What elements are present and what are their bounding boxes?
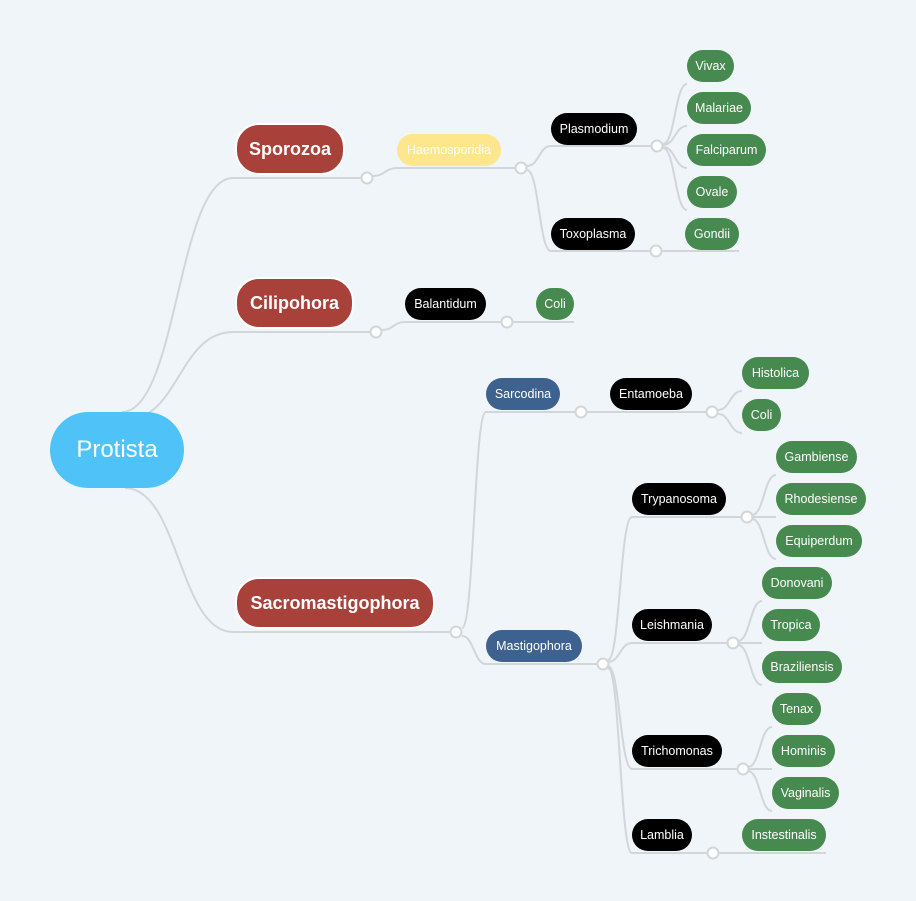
connector-mastigophora-trichomonas — [607, 665, 633, 770]
connector-trypanosoma-gambiense — [751, 474, 777, 516]
connector-trypanosoma-equiperdum — [751, 518, 777, 560]
genus-entamoeba[interactable]: Entamoeba — [610, 378, 692, 410]
collapse-knob-sacromastigophora — [449, 625, 463, 639]
connector-haemosporidia-plasmodium — [526, 145, 552, 167]
connector-root-sacromastigophora — [124, 487, 234, 633]
order-haemosporidia[interactable]: Haemosporidia — [397, 134, 501, 166]
species-vaginalis[interactable]: Vaginalis — [772, 777, 839, 809]
connector-plasmodium-vivax — [662, 83, 688, 145]
species-donovani[interactable]: Donovani — [762, 567, 832, 599]
species-falciparum[interactable]: Falciparum — [687, 134, 766, 166]
connector-sacromastigophora-mastigophora — [461, 635, 487, 665]
connector-entamoeba-histolica — [717, 390, 743, 411]
connector-leishmania-braziliensis — [737, 644, 763, 686]
connector-sporozoa-haemosporidia — [372, 167, 398, 177]
connector-plasmodium-malariae — [662, 125, 688, 146]
connector-trichomonas-tenax — [747, 726, 773, 768]
genus-balantidum[interactable]: Balantidum — [405, 288, 486, 320]
collapse-knob-mastigophora — [596, 657, 610, 671]
connector-plasmodium-falciparum — [662, 146, 688, 169]
connector-mastigophora-trypanosoma — [607, 516, 633, 661]
genus-toxoplasma[interactable]: Toxoplasma — [551, 218, 635, 250]
species-coli-balantidum[interactable]: Coli — [536, 288, 574, 320]
species-coli-entamoeba[interactable]: Coli — [742, 399, 781, 431]
collapse-knob-cilipohora — [369, 325, 383, 339]
species-malariae[interactable]: Malariae — [687, 92, 751, 124]
species-rhodesiense[interactable]: Rhodesiense — [776, 483, 866, 515]
collapse-knob-sarcodina — [574, 405, 588, 419]
species-ovale[interactable]: Ovale — [687, 176, 737, 208]
root-node[interactable]: Protista — [50, 412, 184, 488]
connector-leishmania-donovani — [737, 600, 763, 642]
topic-sacromastigophora[interactable]: Sacromastigophora — [235, 577, 435, 629]
connector-root-cilipohora — [124, 331, 234, 421]
genus-trichomonas[interactable]: Trichomonas — [632, 735, 722, 767]
collapse-knob-toxoplasma — [649, 244, 663, 258]
connector-sacromastigophora-sarcodina — [461, 411, 487, 629]
species-instestinalis[interactable]: Instestinalis — [742, 819, 826, 851]
genus-trypanosoma[interactable]: Trypanosoma — [632, 483, 726, 515]
collapse-knob-sporozoa — [360, 171, 374, 185]
topic-cilipohora[interactable]: Cilipohora — [235, 277, 354, 329]
connector-plasmodium-ovale — [662, 147, 688, 211]
collapse-knob-trichomonas — [736, 762, 750, 776]
subclass-sarcodina[interactable]: Sarcodina — [486, 378, 560, 410]
connector-entamoeba-coli — [717, 413, 743, 434]
species-braziliensis[interactable]: Braziliensis — [762, 651, 842, 683]
connector-mastigophora-leishmania — [607, 642, 633, 663]
genus-plasmodium[interactable]: Plasmodium — [551, 113, 637, 145]
species-vivax[interactable]: Vivax — [687, 50, 734, 82]
collapse-knob-balantidum — [500, 315, 514, 329]
connector-root-sporozoa — [121, 177, 234, 413]
connector-cilipohora-balantidum — [381, 321, 406, 331]
species-gondii[interactable]: Gondii — [685, 218, 739, 250]
topic-sporozoa[interactable]: Sporozoa — [235, 123, 345, 175]
subclass-mastigophora[interactable]: Mastigophora — [486, 630, 582, 662]
species-tropica[interactable]: Tropica — [762, 609, 820, 641]
collapse-knob-entamoeba — [705, 405, 719, 419]
genus-lamblia[interactable]: Lamblia — [632, 819, 692, 851]
collapse-knob-lamblia — [706, 846, 720, 860]
species-histolica[interactable]: Histolica — [742, 357, 809, 389]
collapse-knob-leishmania — [726, 636, 740, 650]
collapse-knob-trypanosoma — [740, 510, 754, 524]
species-equiperdum[interactable]: Equiperdum — [776, 525, 862, 557]
connector-haemosporidia-toxoplasma — [526, 169, 552, 252]
genus-leishmania[interactable]: Leishmania — [632, 609, 712, 641]
connector-trichomonas-vaginalis — [747, 770, 773, 812]
species-gambiense[interactable]: Gambiense — [776, 441, 857, 473]
connector-mastigophora-lamblia — [607, 667, 633, 854]
collapse-knob-haemosporidia — [514, 161, 528, 175]
collapse-knob-plasmodium — [650, 139, 664, 153]
species-tenax[interactable]: Tenax — [772, 693, 821, 725]
species-hominis[interactable]: Hominis — [772, 735, 835, 767]
